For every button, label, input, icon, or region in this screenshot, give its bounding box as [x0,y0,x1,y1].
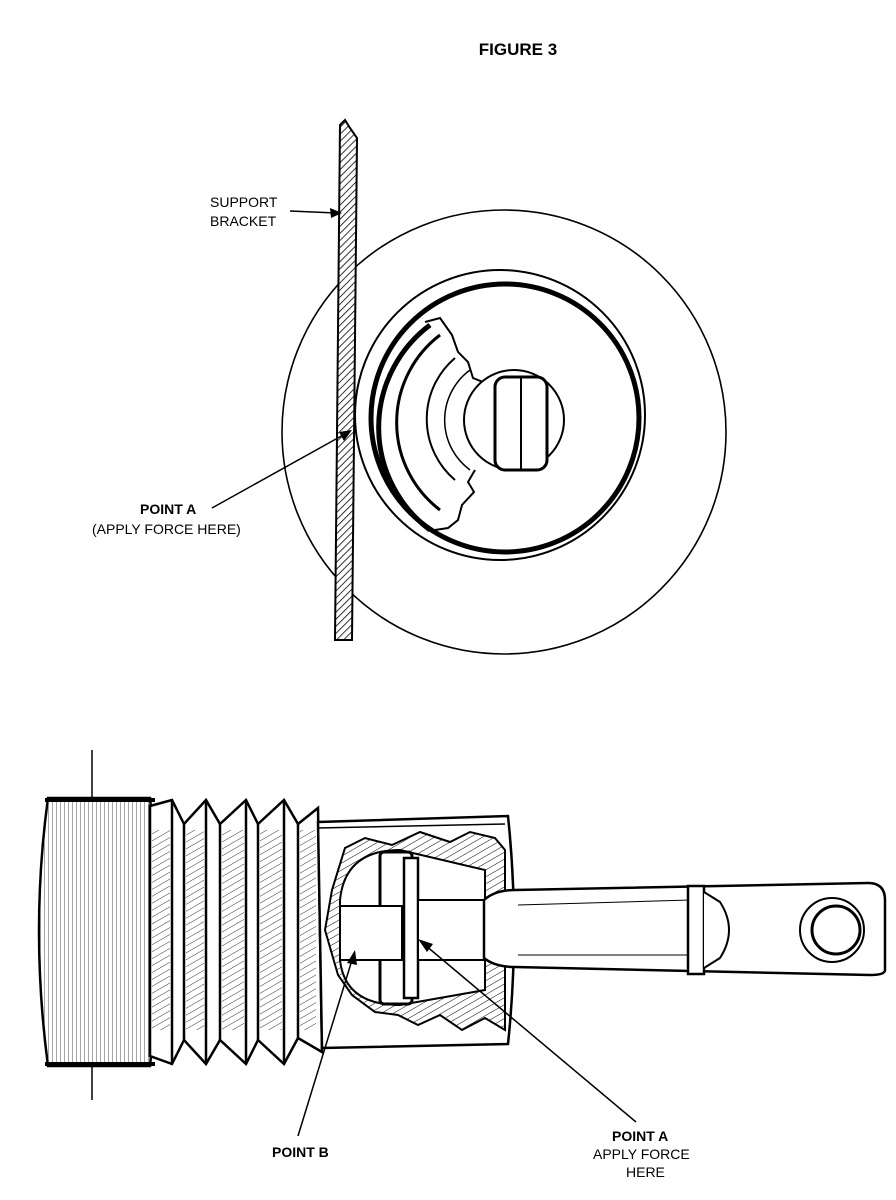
support-label-line1: SUPPORT [210,194,278,210]
point-a-leader-side [424,944,637,1123]
point-a-arrowhead-side [418,939,433,952]
side-view: POINT B POINT A APPLY FORCE HERE [37,750,887,1180]
bellows-hatch-2 [186,830,204,1030]
eye-ring-inner [810,904,862,956]
housing-top-edge [317,823,506,829]
cutaway-arc-4 [443,369,471,471]
point-a-label-top: POINT A [140,501,196,517]
arm-highlight [517,899,691,906]
bellows-hatch-1 [152,830,170,1030]
outer-disc [281,209,727,655]
ball-stud-plate [402,856,420,1000]
support-bracket [333,118,359,641]
bellows-hatch-4 [260,830,282,1030]
point-a-label-side: POINT A [612,1128,668,1144]
point-a-note-side-line1: APPLY FORCE [593,1146,690,1162]
inner-shaft [339,905,403,961]
cutaway-arc-2 [395,333,441,512]
top-view: SUPPORT BRACKET POINT A (APPLY FORCE HER… [92,118,727,655]
cutaway-arc-3 [425,357,456,481]
bellows-hatch-5 [300,830,316,1030]
point-b-label: POINT B [272,1144,329,1160]
support-label-line2: BRACKET [210,213,277,229]
inner-ring [368,281,642,555]
support-arrowhead [330,208,342,218]
bellows-folds [170,800,300,1064]
stud-arm [482,881,887,977]
point-b-arrowhead [347,950,357,965]
collar [686,884,706,976]
bellows-hatch-3 [222,830,244,1030]
support-leader-line [289,210,337,214]
point-a-note-top: (APPLY FORCE HERE) [92,521,241,537]
end-cap [37,796,159,1068]
neck [417,899,489,961]
point-a-note-side-line2: HERE [626,1164,665,1180]
point-a-leader-top [211,433,346,509]
point-b-leader [297,959,353,1137]
figure-title: FIGURE 3 [479,40,557,59]
collar-taper [703,891,730,969]
cutaway-arc-1 [376,322,432,533]
point-a-arrowhead-top [339,430,352,441]
